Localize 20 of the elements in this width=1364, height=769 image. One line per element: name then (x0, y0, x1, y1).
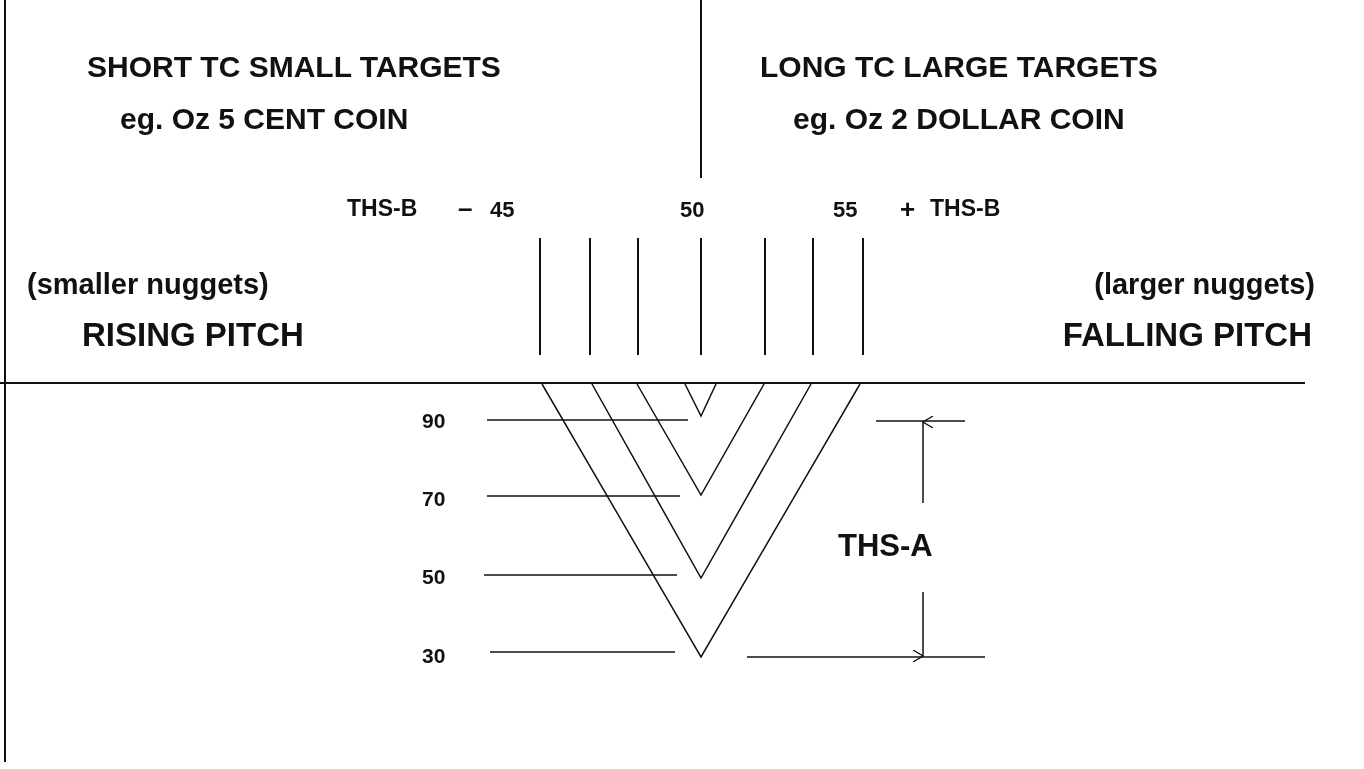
scale-value: 50 (680, 199, 705, 221)
description-text: (smaller nuggets) (27, 270, 269, 299)
pitch-label: FALLING PITCH (1062, 318, 1312, 351)
depth-value: 50 (422, 566, 446, 587)
scale-value: 55 (833, 199, 858, 221)
scale-label: THS-B (347, 197, 418, 220)
depth-value: 90 (422, 410, 446, 431)
example-text: eg. Oz 2 DOLLAR COIN (793, 104, 1125, 134)
plus-sign: + (900, 196, 916, 222)
scale-label: THS-B (930, 197, 1001, 220)
heading-text: LONG TC LARGE TARGETS (760, 52, 1158, 82)
dimension-label: THS-A (838, 530, 933, 561)
pitch-label: RISING PITCH (82, 318, 304, 351)
depth-value: 70 (422, 488, 446, 509)
minus-sign: – (458, 195, 473, 221)
depth-value: 30 (422, 645, 446, 666)
description-text: (larger nuggets) (1094, 270, 1315, 299)
scale-value: 45 (490, 199, 515, 221)
heading-text: SHORT TC SMALL TARGETS (87, 52, 501, 82)
example-text: eg. Oz 5 CENT COIN (120, 104, 409, 134)
